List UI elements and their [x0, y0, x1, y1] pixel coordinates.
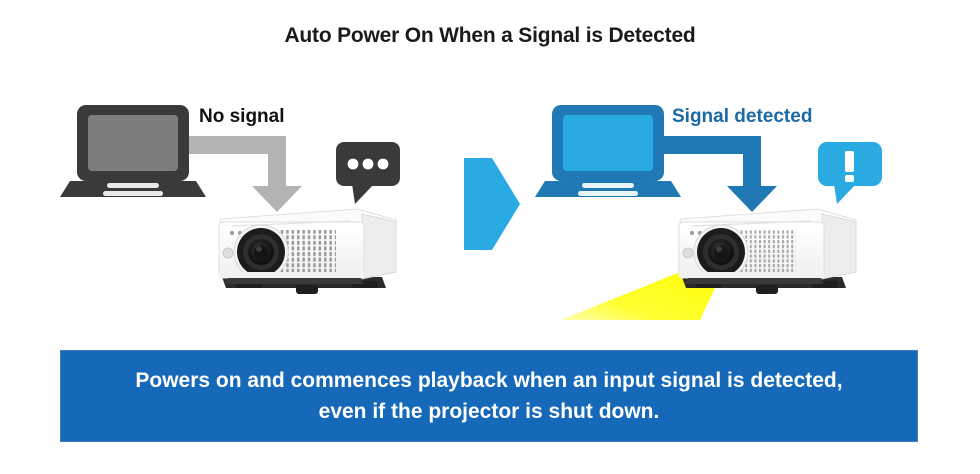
left-projector-icon	[218, 208, 397, 294]
right-laptop-icon	[535, 105, 681, 197]
no-signal-label: No signal	[199, 106, 285, 127]
summary-banner: Powers on and commences playback when an…	[60, 350, 918, 442]
left-laptop-icon	[60, 105, 206, 197]
gray-elbow-arrow-icon	[180, 136, 302, 212]
page-title: Auto Power On When a Signal is Detected	[284, 24, 696, 47]
signal-detected-label: Signal detected	[672, 106, 813, 127]
banner-line-1: Powers on and commences playback when an…	[135, 368, 843, 392]
speech-bubble-exclamation-icon	[818, 142, 882, 204]
right-projector-icon	[678, 208, 857, 294]
banner-line-2: even if the projector is shut down.	[318, 400, 660, 423]
chevron-right-arrow-icon	[464, 158, 520, 250]
speech-bubble-ellipsis-icon	[336, 142, 400, 204]
blue-elbow-arrow-icon	[655, 136, 777, 212]
